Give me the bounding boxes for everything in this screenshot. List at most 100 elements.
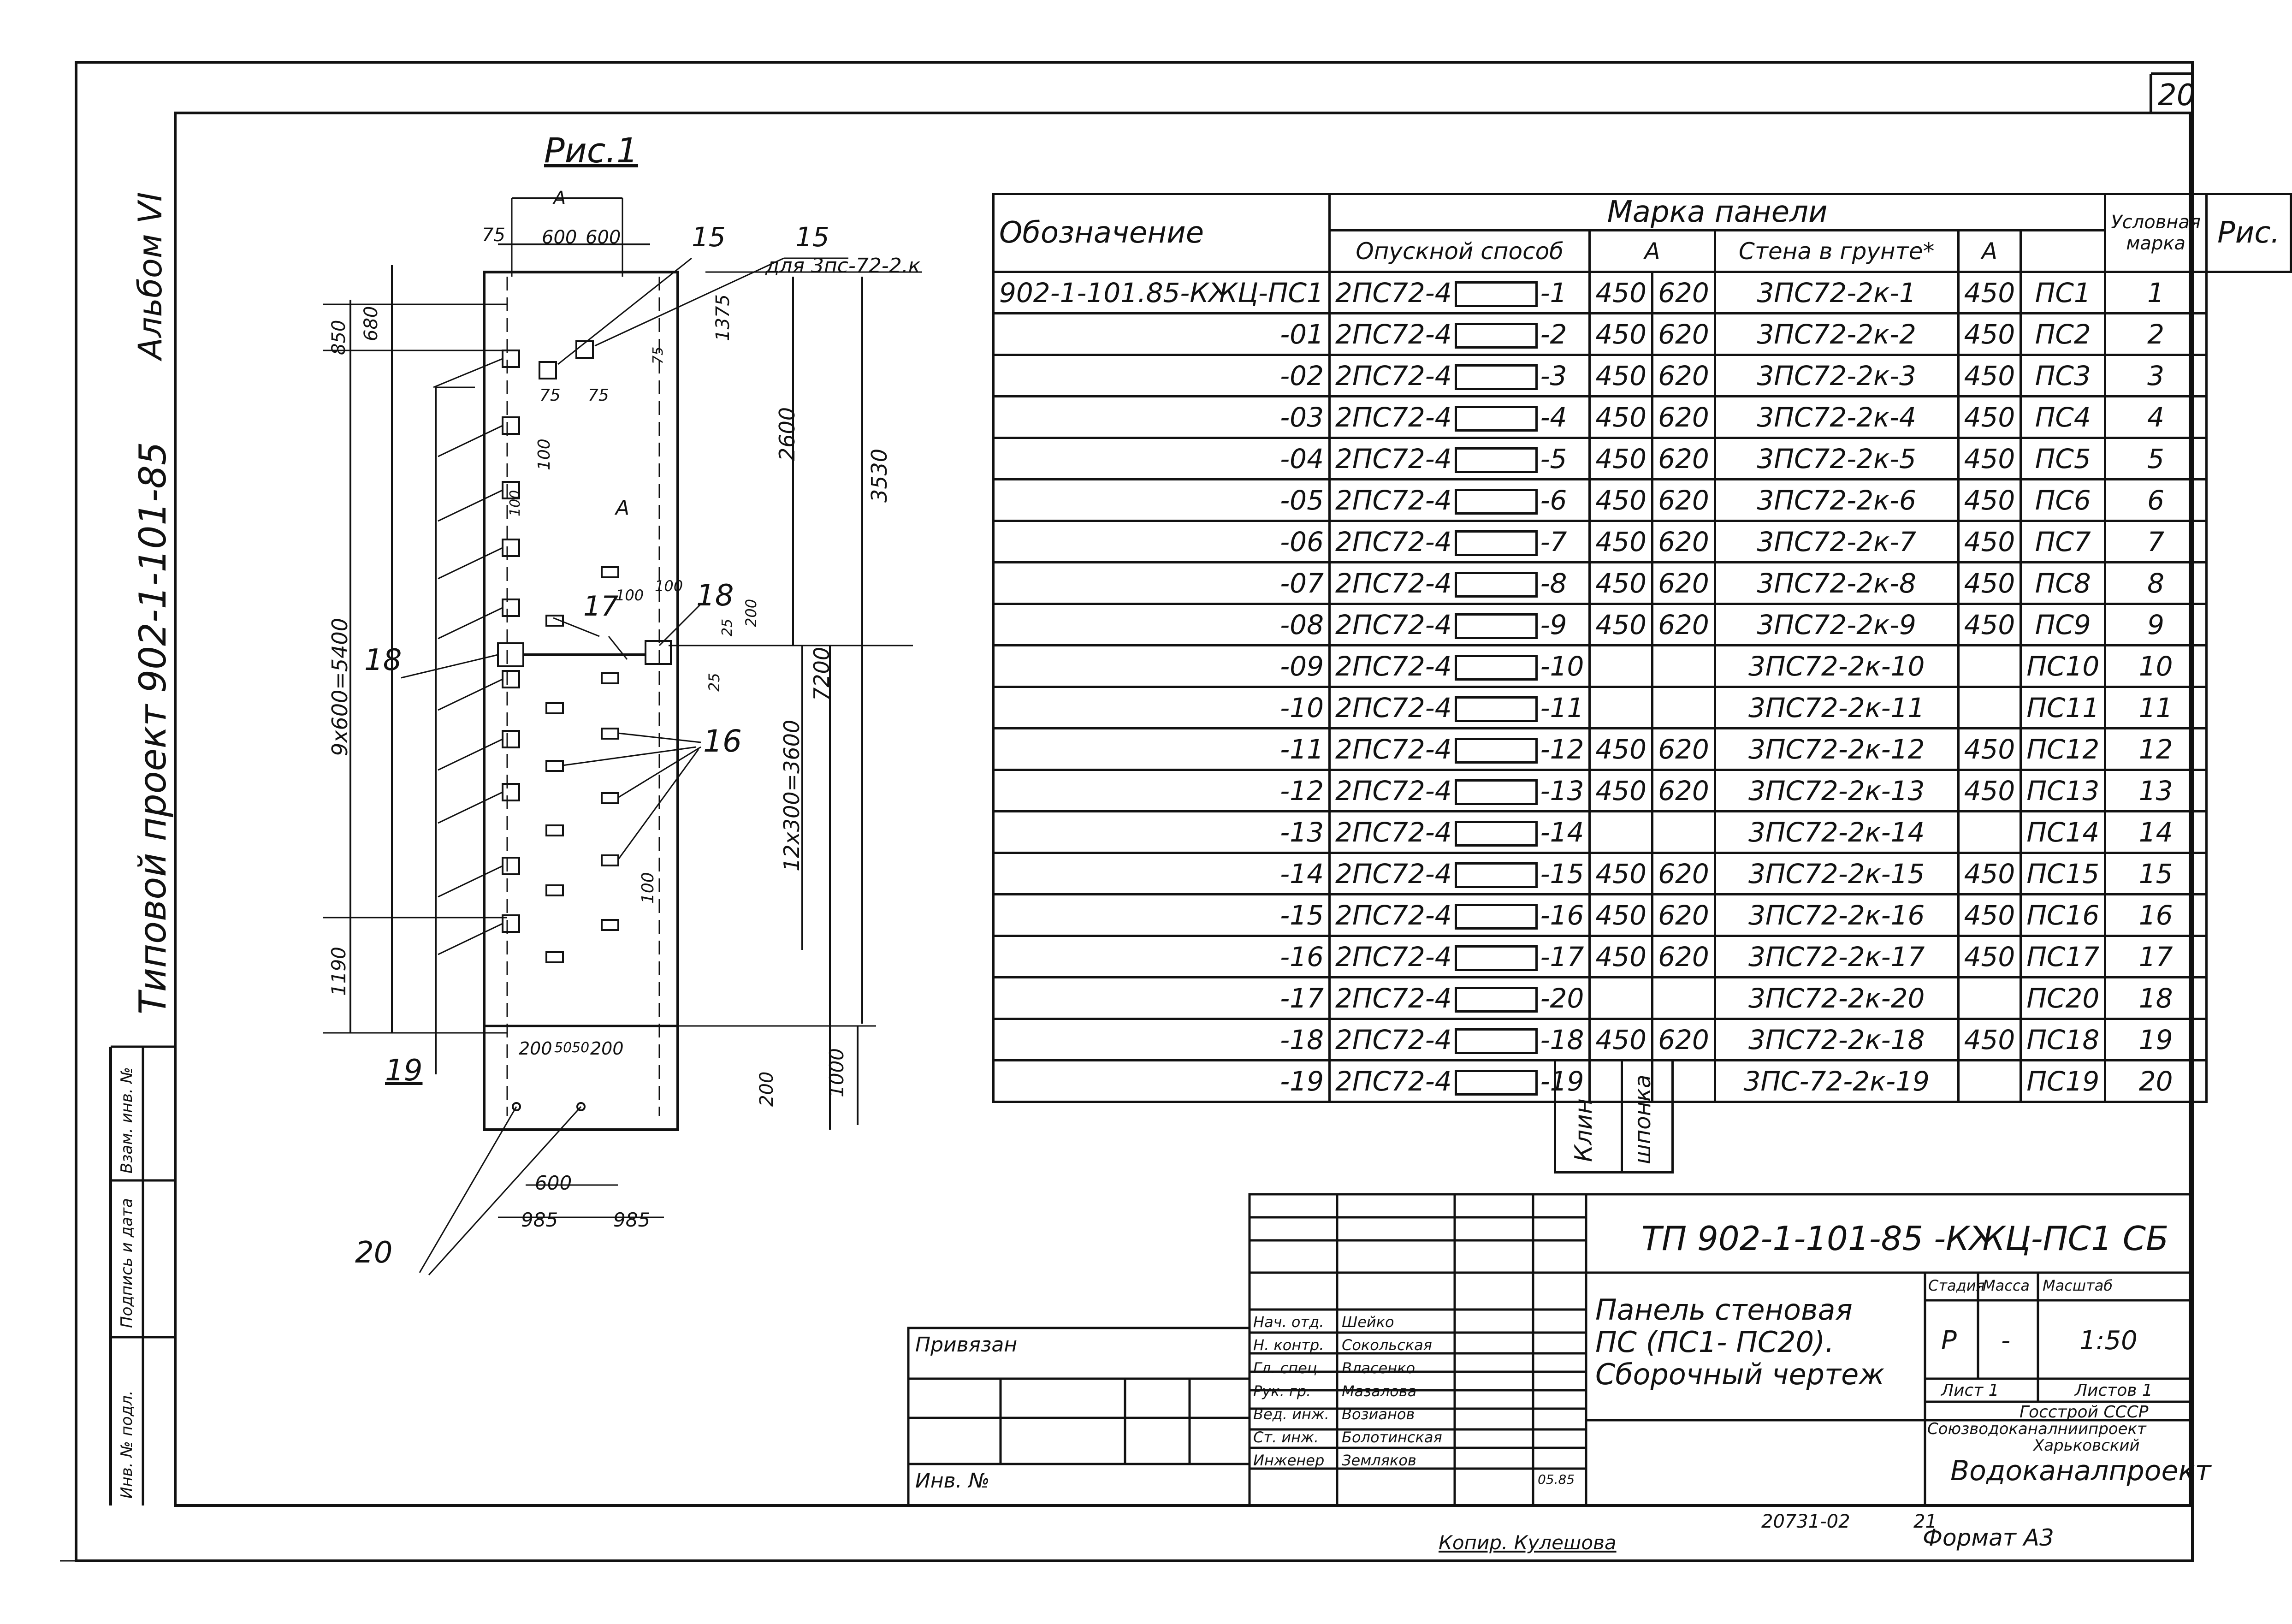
- dim-label: A: [616, 496, 630, 520]
- cell-wall: 3ПС72-2к-10: [1713, 644, 1960, 688]
- cell-designation: -17: [992, 976, 1331, 1020]
- lowering-suffix: -12: [1540, 733, 1584, 765]
- cell-figure: 5: [2104, 437, 2208, 480]
- cell-a2: 620: [1651, 893, 1716, 937]
- signature-row: Нач. отд.Шейко: [1250, 1313, 1581, 1334]
- lowering-mark: 2ПС72-4: [1335, 526, 1452, 557]
- cell-designation: -13: [992, 810, 1331, 854]
- dim-label: 50: [554, 1040, 572, 1056]
- dim-label: 985: [521, 1209, 558, 1231]
- cell-figure: 10: [2104, 644, 2208, 688]
- cell-a1: 450: [1588, 769, 1654, 812]
- cell-a1: [1588, 976, 1654, 1020]
- lowering-suffix: -17: [1540, 941, 1584, 972]
- item-label-15a: 15: [692, 221, 726, 253]
- cell-a1: 450: [1588, 395, 1654, 439]
- cell-conditional-mark: ПС6: [2020, 478, 2107, 522]
- signature-row: Гл. спец.Власенко: [1250, 1359, 1581, 1380]
- dim-label: 75: [482, 225, 505, 246]
- cell-figure: 1: [2104, 271, 2208, 314]
- lowering-mark: 2ПС72-4: [1335, 692, 1452, 723]
- drawing-name-1: Панель стеновая: [1595, 1293, 1853, 1327]
- wedge-cell: Клин: [1554, 1061, 1623, 1174]
- cell-a2: [1651, 644, 1716, 688]
- cell-figure: 3: [2104, 354, 2208, 397]
- lowering-mark: 2ПС72-4: [1335, 360, 1452, 391]
- lowering-mark: 2ПС72-4: [1335, 277, 1452, 308]
- cell-wall: 3ПС72-2к-13: [1713, 769, 1960, 812]
- cell-a1: [1588, 644, 1654, 688]
- dim-label: 600: [586, 227, 621, 248]
- cell-figure: 4: [2104, 395, 2208, 439]
- cell-wall: 3ПС72-2к-7: [1713, 520, 1960, 563]
- cell-wall-a: [1957, 810, 2022, 854]
- cell-a1: 450: [1588, 561, 1654, 605]
- cell-lowering: 2ПС72-4-13: [1328, 769, 1591, 812]
- lowering-mark: 2ПС72-4: [1335, 733, 1452, 765]
- cell-a2: 620: [1651, 354, 1716, 397]
- cell-wall-a: 450: [1957, 1018, 2022, 1061]
- lowering-mark: 2ПС72-4: [1335, 318, 1452, 350]
- item-label-18-left: 18: [364, 643, 402, 677]
- cell-conditional-mark: ПС4: [2020, 395, 2107, 439]
- cell-figure: 8: [2104, 561, 2208, 605]
- cell-wall: 3ПС72-2к-11: [1713, 686, 1960, 729]
- cell-wall: 3ПС72-2к-4: [1713, 395, 1960, 439]
- cell-lowering: 2ПС72-4-19: [1328, 1059, 1591, 1103]
- item-label-16: 16: [703, 723, 742, 759]
- cell-designation: -02: [992, 354, 1331, 397]
- col-figure: Рис.: [2205, 193, 2292, 273]
- lowering-mark: 2ПС72-4: [1335, 899, 1452, 931]
- cell-a2: 620: [1651, 561, 1716, 605]
- signature-row: Ст. инж.Болотинская: [1250, 1428, 1581, 1449]
- blank-box: [1454, 821, 1538, 847]
- cell-lowering: 2ПС72-4-9: [1328, 603, 1591, 646]
- blank-box: [1454, 364, 1538, 391]
- cell-designation: -16: [992, 935, 1331, 978]
- cell-designation: -18: [992, 1018, 1331, 1061]
- cell-figure: 7: [2104, 520, 2208, 563]
- lowering-mark: 2ПС72-4: [1335, 443, 1452, 474]
- cell-designation: 902-1-101.85-КЖЦ-ПС1: [992, 271, 1331, 314]
- scale-value: 1:50: [2079, 1326, 2138, 1356]
- cell-conditional-mark: ПС8: [2020, 561, 2107, 605]
- signature-row: Н. контр.Сокольская: [1250, 1336, 1581, 1357]
- cell-conditional-mark: ПС13: [2020, 769, 2107, 812]
- col-lowering: Опускной способ: [1328, 229, 1591, 273]
- cell-conditional-mark: ПС7: [2020, 520, 2107, 563]
- blank-box: [1454, 779, 1538, 806]
- bound-label: Привязан: [915, 1333, 1018, 1357]
- lowering-mark: 2ПС72-4: [1335, 401, 1452, 433]
- drawing-name-2: ПС (ПС1- ПС20).: [1595, 1325, 1834, 1359]
- cell-figure: 13: [2104, 769, 2208, 812]
- cell-wall-a: 450: [1957, 395, 2022, 439]
- cell-lowering: 2ПС72-4-16: [1328, 893, 1591, 937]
- blank-box: [1454, 613, 1538, 640]
- lowering-suffix: -10: [1540, 650, 1584, 682]
- col-a2: A: [1957, 229, 2022, 273]
- cell-wall-a: 450: [1957, 271, 2022, 314]
- stage-value: Р: [1941, 1326, 1957, 1356]
- role: Нач. отд.: [1253, 1313, 1324, 1331]
- cell-a1: 450: [1588, 437, 1654, 480]
- cell-figure: 6: [2104, 478, 2208, 522]
- cell-conditional-mark: ПС2: [2020, 312, 2107, 356]
- cell-wall: 3ПС72-2к-2: [1713, 312, 1960, 356]
- cell-wall: 3ПС72-2к-14: [1713, 810, 1960, 854]
- lowering-mark: 2ПС72-4: [1335, 1065, 1452, 1097]
- role: Гл. спец.: [1253, 1359, 1322, 1377]
- blank-box: [1454, 696, 1538, 723]
- cell-wall-a: 450: [1957, 520, 2022, 563]
- cell-wall-a: 450: [1957, 893, 2022, 937]
- inv-label: Инв. №: [915, 1469, 990, 1493]
- cell-a1: 450: [1588, 603, 1654, 646]
- role: Н. контр.: [1253, 1336, 1324, 1354]
- item-label-18-right: 18: [696, 579, 734, 613]
- cell-lowering: 2ПС72-4-10: [1328, 644, 1591, 688]
- cell-a2: 620: [1651, 271, 1716, 314]
